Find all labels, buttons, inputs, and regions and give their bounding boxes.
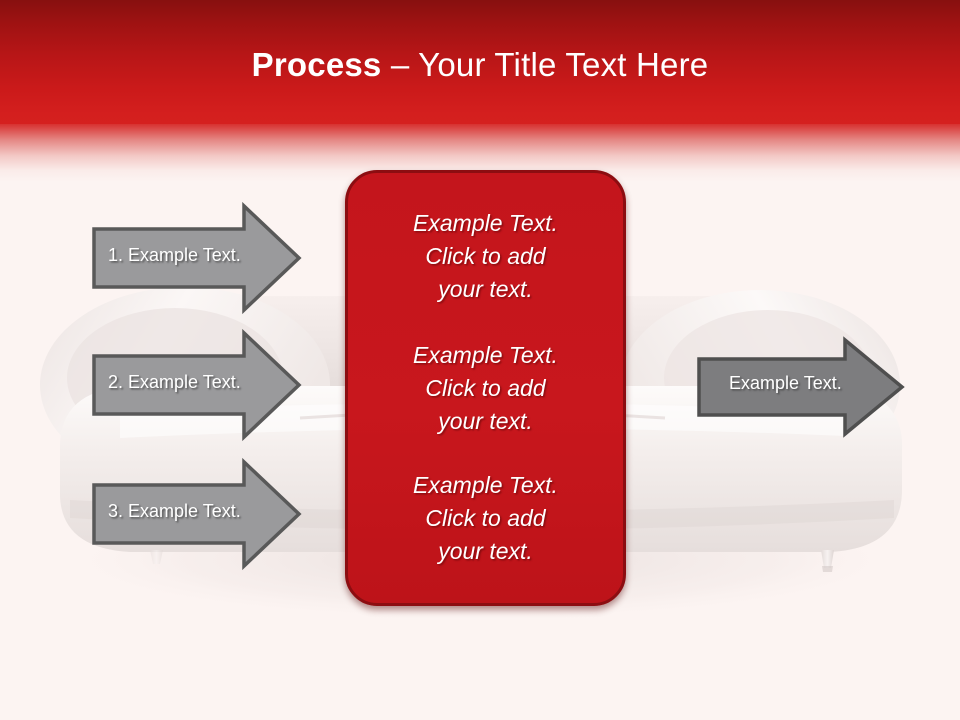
process-text-block-1-line-1: Example Text. [413,210,558,236]
input-arrow-2[interactable]: 2. Example Text. [92,328,302,442]
process-text-block-2-line-3: your text. [438,408,533,434]
process-text-block-3-line-1: Example Text. [413,472,558,498]
process-text-block-1: Example Text. Click to add your text. [348,207,623,306]
output-arrow[interactable]: Example Text. [697,336,907,438]
page-title-bold: Process [251,46,382,83]
process-text-block-3-line-3: your text. [438,538,533,564]
header-band [0,0,960,124]
page-title-rest: – Your Title Text Here [381,46,709,83]
process-text-block-2-line-2: Click to add [425,375,546,401]
input-arrow-3[interactable]: 3. Example Text. [92,457,302,571]
process-text-block-3: Example Text. Click to add your text. [348,469,623,568]
process-text-block-3-line-2: Click to add [425,505,546,531]
process-panel[interactable]: Example Text. Click to add your text. Ex… [345,170,626,606]
page-title: Process – Your Title Text Here [0,46,960,84]
process-text-block-1-line-2: Click to add [425,243,546,269]
process-text-block-2: Example Text. Click to add your text. [348,339,623,438]
input-arrow-1[interactable]: 1. Example Text. [92,201,302,315]
process-text-block-2-line-1: Example Text. [413,342,558,368]
process-text-block-1-line-3: your text. [438,276,533,302]
